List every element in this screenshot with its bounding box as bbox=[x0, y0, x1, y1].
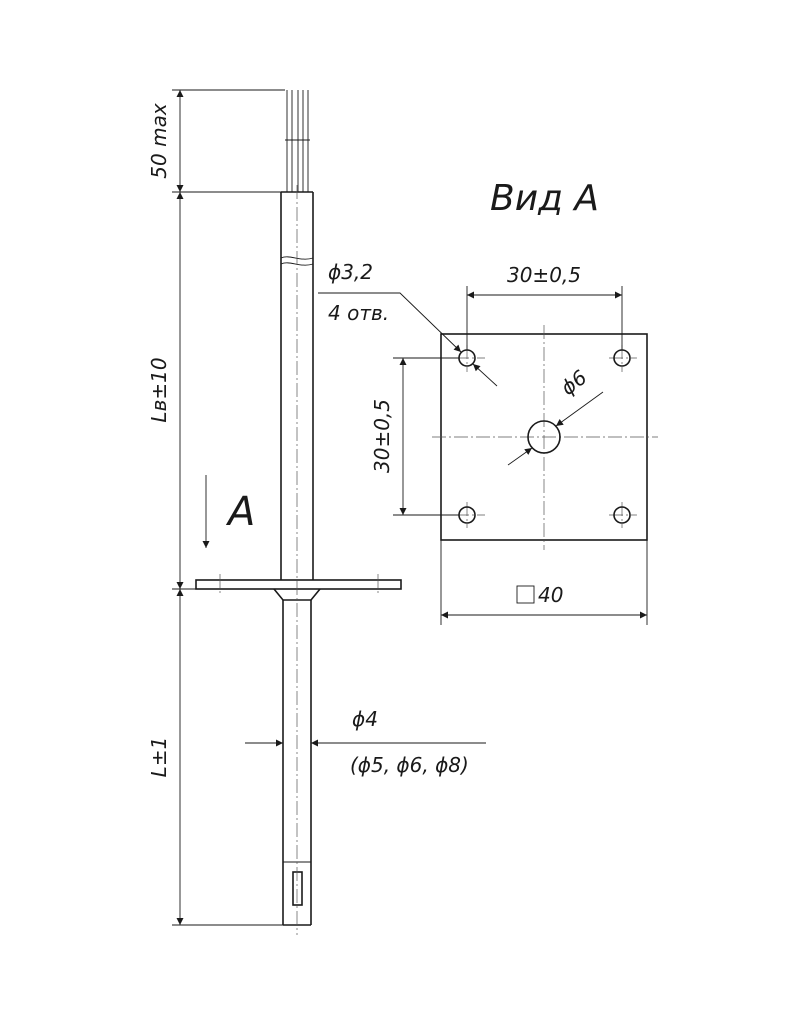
mounting-hole bbox=[613, 506, 631, 524]
center-hole-diameter: ϕ6 bbox=[556, 365, 591, 400]
section-arrow-a: А bbox=[202, 475, 255, 548]
section-mark-a: А bbox=[225, 489, 255, 535]
hole-spacing-vertical: 30±0,5 bbox=[370, 399, 394, 473]
immersion-length-dimension: L±1 bbox=[147, 737, 171, 778]
lead-length-dimension: 50 max bbox=[147, 103, 171, 179]
mounting-hole-count: 4 отв. bbox=[328, 301, 389, 325]
sheath-diameter-dimension: ϕ4 (ϕ5, ϕ6, ϕ8) bbox=[245, 707, 486, 777]
probe-side-view bbox=[195, 90, 402, 935]
flange-plate bbox=[195, 574, 402, 601]
lead-wires bbox=[285, 90, 310, 192]
mount-length-dimension: Lв±10 bbox=[147, 357, 171, 422]
view-a-title: Вид А bbox=[490, 178, 599, 219]
sheath-diameter-label: ϕ4 bbox=[352, 707, 378, 731]
plate-size-value: 40 bbox=[538, 583, 563, 607]
left-dimensions: 50 max Lв±10 L±1 bbox=[147, 89, 285, 926]
hole-spacing-horizontal: 30±0,5 bbox=[507, 263, 581, 287]
sheath-diameter-options-label: (ϕ5, ϕ6, ϕ8) bbox=[350, 753, 469, 777]
square-symbol bbox=[516, 585, 535, 604]
mounting-hole-diameter: ϕ3,2 bbox=[328, 260, 373, 284]
view-a: Вид А 30±0,5 30±0,5 bbox=[318, 178, 658, 625]
center-hole bbox=[527, 420, 561, 454]
